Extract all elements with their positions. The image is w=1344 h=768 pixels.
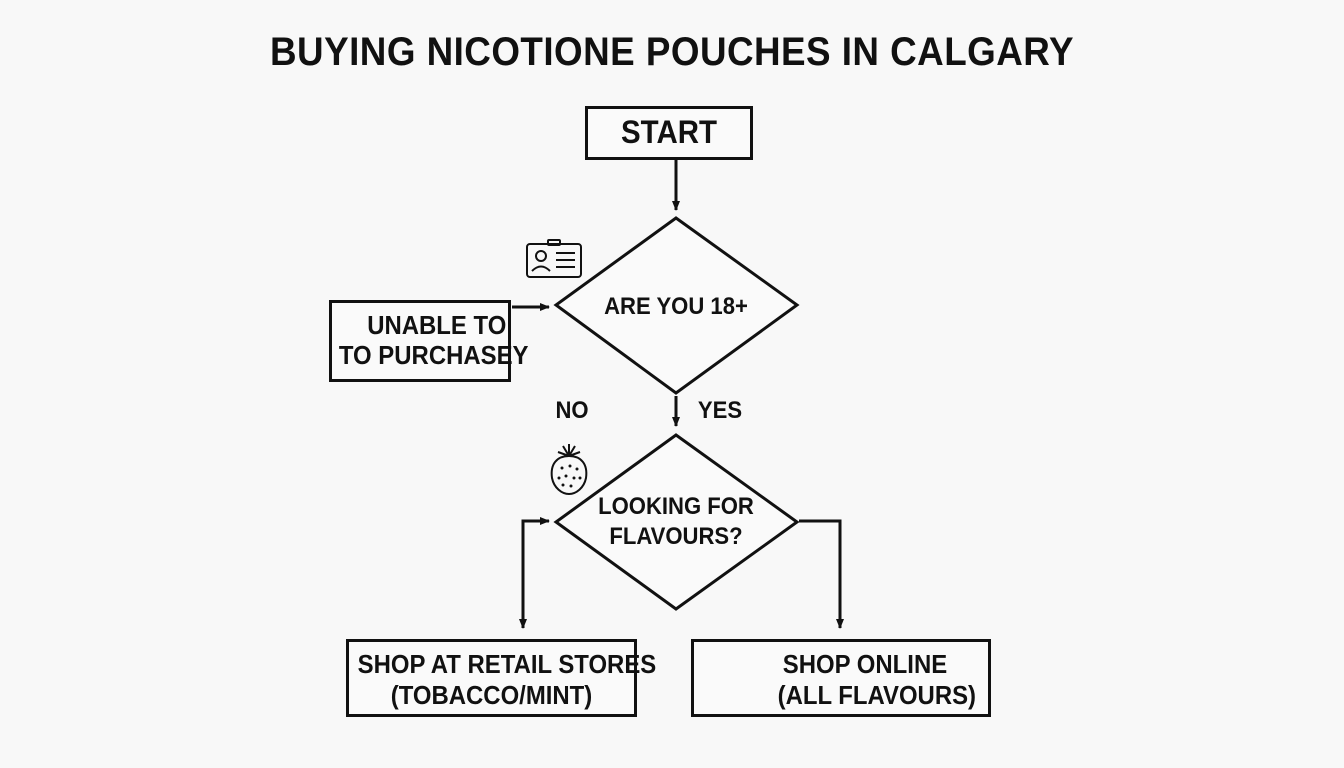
- online-label-line1: SHOP ONLINE: [782, 649, 948, 679]
- page-title: BUYING NICOTIONE POUCHES IN CALGARY: [270, 30, 1074, 74]
- unable-label-line1: UNABLE TO: [367, 310, 507, 340]
- start-label: START: [621, 114, 717, 150]
- start-node: [585, 106, 753, 160]
- strawberry-icon: [550, 444, 588, 496]
- yes-edge-label: YES: [697, 397, 743, 424]
- flavour-decision-diamond: [553, 433, 800, 611]
- shop-online-node: [691, 639, 991, 717]
- flavour-question-line2: FLAVOURS?: [609, 523, 743, 550]
- retail-label-line1: SHOP AT RETAIL STORES: [357, 649, 657, 679]
- age-question-label: ARE YOU 18+: [604, 293, 748, 320]
- retail-stores-node: [346, 639, 637, 717]
- unable-label-line2: TO PURCHASEY: [338, 340, 529, 370]
- age-decision-diamond: [553, 216, 800, 395]
- retail-label-line2: (TOBACCO/MINT): [390, 680, 593, 710]
- arrow-flavours-left-loop: [521, 517, 550, 624]
- no-edge-label: NO: [555, 397, 589, 424]
- id-card-icon: [526, 239, 582, 278]
- arrow-flavours-to-online: [799, 519, 844, 629]
- unable-to-purchase-node: [329, 300, 511, 382]
- flavour-question-line1: LOOKING FOR: [598, 493, 754, 520]
- online-label-line2: (ALL FLAVOURS): [777, 680, 977, 710]
